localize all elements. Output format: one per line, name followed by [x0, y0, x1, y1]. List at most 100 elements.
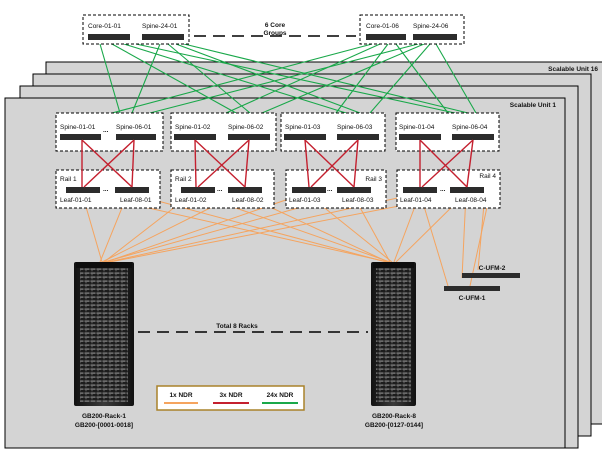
leaf-switch [450, 187, 484, 193]
leaf-switch [292, 187, 326, 193]
spine-ellipsis: ... [103, 127, 109, 134]
leaf-switch [181, 187, 215, 193]
spine-switch [399, 134, 441, 140]
spine-right-label: Spine-06-01 [116, 124, 152, 131]
scalable-unit-16-label: Scalable Unit 16 [548, 66, 598, 73]
red-link [194, 139, 246, 188]
rack-front [376, 268, 411, 402]
legend-label-1x: 1x NDR [169, 392, 192, 399]
red-link [131, 139, 135, 188]
spine-group-box [280, 112, 386, 152]
green-link [261, 43, 425, 114]
leaf-switch [337, 187, 371, 193]
leaf-left-label: Leaf-01-04 [400, 197, 432, 204]
rack-name: GB200-Rack-1 [82, 413, 126, 420]
spine-switch [60, 134, 101, 140]
spine-groups: Spine-01-01 Spine-06-01 ... Spine-01-02 … [55, 112, 500, 152]
spine-switch [228, 134, 270, 140]
green-link [135, 43, 456, 114]
legend-label-3x: 3x NDR [219, 392, 242, 399]
core-caption-line2: Groups [263, 30, 286, 37]
rail-group-2: Rail 2 ... Leaf-01-02 Leaf-08-02 [170, 169, 275, 209]
spine-left-label: Spine-01-03 [285, 124, 321, 131]
spine-group-1: Spine-01-01 Spine-06-01 ... [55, 112, 164, 152]
core-caption-line1: 6 Core [265, 22, 286, 29]
red-link [466, 139, 474, 188]
ufm-group: C-UFM-2 C-UFM-1 [444, 265, 520, 302]
rack-top [76, 262, 132, 268]
racks-caption: Total 8 Racks [216, 323, 258, 330]
green-link [167, 43, 251, 114]
red-link [419, 139, 468, 188]
rack-top [373, 262, 414, 268]
leaf-ellipsis: ... [440, 186, 446, 193]
ufm-bottom-switch [444, 286, 500, 291]
core-label: Core-01-01 [88, 23, 121, 30]
leaf-right-label: Leaf-08-03 [342, 197, 374, 204]
leaf-left-label: Leaf-01-03 [289, 197, 321, 204]
spine-group-3: Spine-01-03 Spine-06-03 [280, 112, 386, 152]
rail-label: Rail 2 [175, 176, 192, 183]
red-link [310, 139, 359, 188]
core-switch [366, 34, 406, 40]
rail-group-1: Rail 1 ... Leaf-01-01 Leaf-08-01 [55, 169, 161, 209]
spine-group-box [55, 112, 164, 152]
green-link [335, 43, 389, 114]
green-link [183, 43, 469, 114]
leaf-right-label: Leaf-08-01 [120, 197, 152, 204]
spine-left-label: Spine-01-04 [399, 124, 435, 131]
red-link [421, 139, 474, 188]
spine-group-2: Spine-01-02 Spine-06-02 [170, 112, 277, 152]
ufm-bottom-label: C-UFM-1 [459, 295, 486, 302]
rail-groups: Rail 1 ... Leaf-01-01 Leaf-08-01 Rail 2 … [55, 169, 501, 209]
green-link [111, 43, 237, 114]
red-link [304, 139, 355, 188]
core-label: Core-01-06 [366, 23, 399, 30]
leaf-switch [403, 187, 437, 193]
rack-range: GB200-[0001-0018] [75, 422, 133, 429]
green-link [435, 43, 477, 114]
spine-right-label: Spine-06-02 [228, 124, 264, 131]
legend-box [156, 385, 305, 411]
red-link [304, 139, 310, 188]
rack-front [80, 268, 128, 402]
green-link [395, 43, 449, 114]
spine-right-label: Spine-06-03 [337, 124, 373, 131]
rack-left: GB200-Rack-1 GB200-[0001-0018] [74, 262, 134, 429]
core-switch [413, 34, 457, 40]
leaf-switch [115, 187, 149, 193]
core-switch [88, 34, 130, 40]
core-group-right: Core-01-06 Spine-24-06 [359, 14, 465, 45]
leaf-ellipsis: ... [103, 186, 109, 193]
core-spine-label: Spine-24-06 [413, 23, 449, 30]
core-switch [142, 34, 184, 40]
green-link [111, 43, 373, 114]
green-links [99, 43, 477, 114]
green-link [149, 43, 419, 114]
ufm-top-label: C-UFM-2 [479, 265, 506, 272]
core-group-left: Core-01-01 Spine-24-01 [82, 14, 190, 45]
leaf-left-label: Leaf-01-02 [175, 197, 207, 204]
red-links [81, 139, 474, 188]
rail-label: Rail 3 [365, 176, 382, 183]
red-link [83, 139, 135, 188]
spine-switch [116, 134, 156, 140]
spine-group-4: Spine-01-04 Spine-06-04 [395, 112, 500, 152]
spine-right-label: Spine-06-04 [452, 124, 488, 131]
rack-name: GB200-Rack-8 [372, 413, 416, 420]
red-link [81, 139, 133, 188]
spine-left-label: Spine-01-02 [175, 124, 211, 131]
rail-label: Rail 1 [60, 176, 77, 183]
spine-left-label: Spine-01-01 [60, 124, 96, 131]
red-link [244, 139, 250, 188]
spine-switch [452, 134, 494, 140]
green-link [99, 43, 121, 114]
red-link [353, 139, 359, 188]
green-link [225, 43, 381, 114]
rack-right: GB200-Rack-8 GB200-[0127-0144] [365, 262, 423, 429]
leaf-right-label: Leaf-08-04 [455, 197, 487, 204]
rail-group-3: Rail 3 ... Leaf-01-03 Leaf-08-03 [285, 169, 387, 209]
spine-switch [284, 134, 326, 140]
leaf-left-label: Leaf-01-01 [60, 197, 92, 204]
